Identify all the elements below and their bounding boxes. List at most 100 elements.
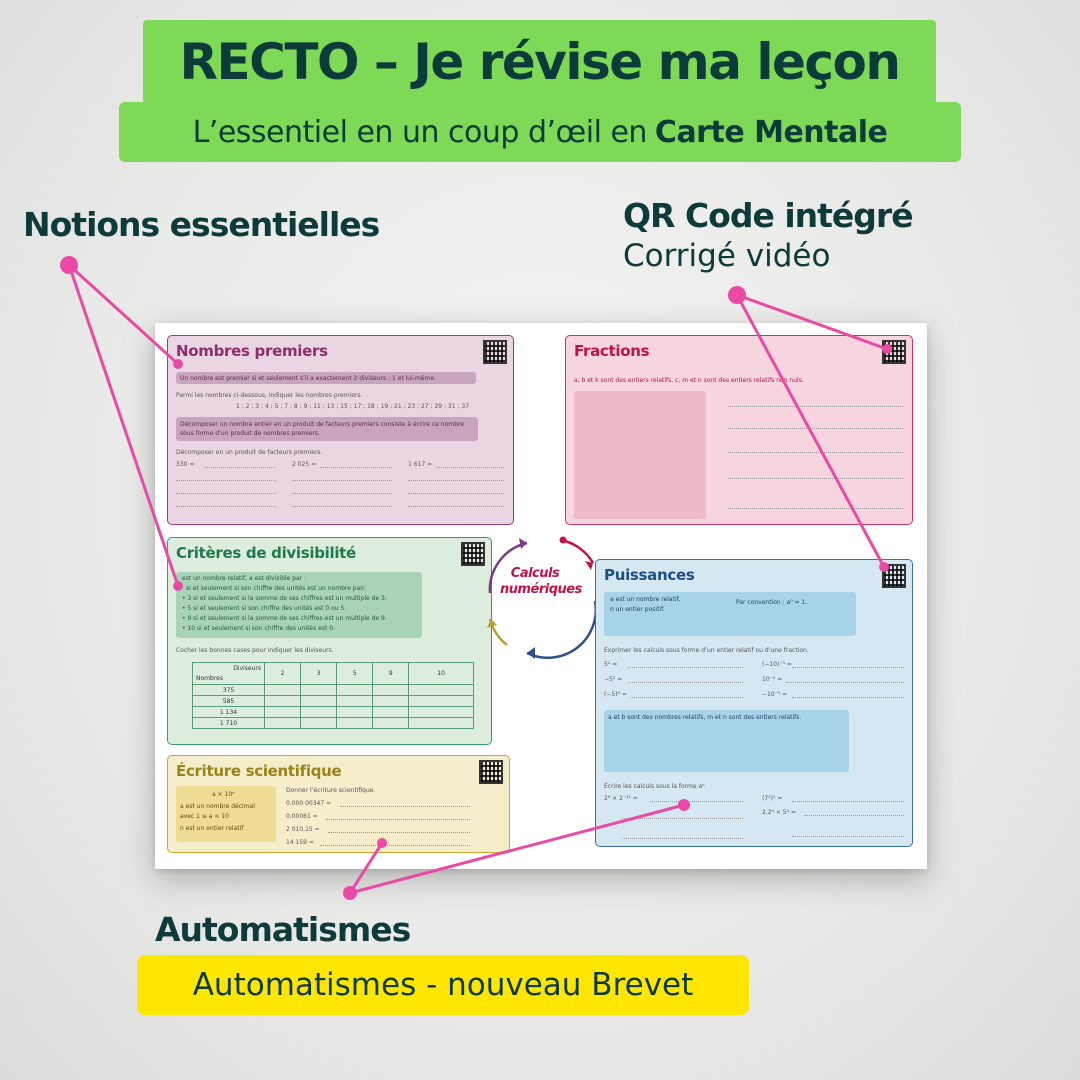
expr: (−10)⁻³ = — [762, 660, 792, 669]
answer-line[interactable] — [292, 506, 392, 507]
main-title: RECTO – Je révise ma leçon — [180, 33, 900, 91]
answer-line[interactable] — [628, 667, 743, 668]
table-col-header: 2 — [265, 663, 301, 685]
subtitle-banner: L’essentiel en un coup d’œil en Carte Me… — [119, 102, 961, 162]
answer-line[interactable] — [340, 806, 470, 807]
expr: (−5)² = — [604, 690, 627, 699]
answer-line[interactable] — [326, 819, 470, 820]
expr: 2⁸ × 2⁻¹¹ = — [604, 794, 638, 803]
rule-intro: a et b sont des nombres relatifs, m et n… — [608, 713, 801, 722]
answer-line[interactable] — [792, 697, 904, 698]
answer-line[interactable] — [436, 467, 504, 468]
answer-line[interactable] — [792, 836, 904, 837]
expr: 10⁻³ = — [762, 675, 782, 684]
answer-label: 1 617 = — [408, 460, 432, 469]
center-label: Calculs numériques — [500, 566, 570, 598]
definition: a est un nombre décimal — [180, 802, 255, 811]
answer-line[interactable] — [408, 493, 504, 494]
callout-auto-title: Automatismes — [155, 910, 410, 949]
rule: • 5 si et seulement si son chiffre des u… — [182, 604, 346, 613]
table-col-header: 5 — [337, 663, 373, 685]
card-title: Nombres premiers — [176, 342, 328, 360]
definition: Un nombre est premier si et seulement s’… — [180, 374, 436, 383]
question: Cocher les bonnes cases pour indiquer le… — [176, 646, 334, 655]
answer-line[interactable] — [728, 406, 903, 407]
callout-auto-banner: Automatismes - nouveau Brevet — [137, 955, 749, 1015]
answer-line[interactable] — [622, 818, 743, 819]
card-nombres-premiers: Nombres premiers Un nombre est premier s… — [167, 335, 514, 525]
qr-code-icon — [882, 340, 906, 364]
expr: −10⁻⁵ = — [762, 690, 787, 699]
worksheet: Nombres premiers Un nombre est premier s… — [155, 323, 927, 869]
table-col-header: 3 — [301, 663, 337, 685]
answer-line[interactable] — [628, 682, 743, 683]
question-2: Écrire les calculs sous la forme aⁿ. — [604, 782, 706, 791]
rule: • 9 si et seulement si la somme de ses c… — [182, 614, 387, 623]
answer-line[interactable] — [176, 506, 276, 507]
expr: 2,2⁴ × 5⁴ = — [762, 808, 796, 817]
subtitle-plain: L’essentiel en un coup d’œil en — [193, 115, 647, 150]
definition: avec 1 ≤ a < 10 — [180, 812, 229, 821]
answer-line[interactable] — [176, 493, 276, 494]
card-divisibilite: Critères de divisibilité est un nombre r… — [167, 537, 492, 745]
qr-code-icon — [461, 542, 485, 566]
definition-2: Décomposer un nombre entier en un produi… — [180, 420, 476, 438]
expr: 0,00061 = — [286, 812, 318, 821]
answer-line[interactable] — [408, 506, 504, 507]
answer-line[interactable] — [408, 480, 504, 481]
question: Donner l’écriture scientifique. — [286, 786, 375, 795]
answer-line[interactable] — [786, 682, 904, 683]
rule: si et seulement si son chiffre des unité… — [186, 584, 366, 593]
answer-label: 330 = — [176, 460, 194, 469]
qr-code-icon — [882, 564, 906, 588]
table-col-header: 10 — [409, 663, 474, 685]
rule: • 10 si et seulement si son chiffre des … — [182, 624, 335, 633]
intro: a, b et k sont des entiers relatifs. c, … — [574, 376, 804, 385]
table-row: 585 — [193, 696, 474, 707]
definition: n est un entier relatif — [180, 824, 243, 833]
definition: a est un nombre relatif, — [610, 595, 681, 604]
answer-line[interactable] — [728, 452, 903, 453]
answer-line[interactable] — [204, 467, 276, 468]
expr: 0,000 00347 = — [286, 799, 331, 808]
card-title: Puissances — [604, 566, 694, 584]
answer-line[interactable] — [320, 845, 470, 846]
answer-line[interactable] — [292, 493, 392, 494]
rule: • 3 si et seulement si la somme de ses c… — [182, 594, 387, 603]
answer-line[interactable] — [292, 480, 392, 481]
callout-auto-sub: Automatismes - nouveau Brevet — [193, 967, 694, 1003]
answer-line[interactable] — [728, 428, 903, 429]
answer-line[interactable] — [650, 801, 743, 802]
answer-line[interactable] — [728, 478, 903, 479]
answer-line[interactable] — [728, 508, 903, 509]
answer-line[interactable] — [792, 801, 904, 802]
intro: est un nombre relatif, a est divisible p… — [182, 574, 306, 583]
answer-line[interactable] — [804, 815, 904, 816]
card-title: Critères de divisibilité — [176, 544, 356, 562]
definition: n un entier positif. — [610, 605, 665, 614]
callout-notions: Notions essentielles — [23, 205, 379, 244]
convention: Par convention : a⁰ = 1. — [736, 598, 807, 607]
subtitle-bold: Carte Mentale — [655, 115, 887, 150]
answer-line[interactable] — [622, 838, 743, 839]
table-col-header: 9 — [373, 663, 409, 685]
answer-line[interactable] — [630, 697, 743, 698]
expr: 14 159 = — [286, 838, 314, 847]
expr: 5² = — [604, 660, 617, 669]
answer-line[interactable] — [320, 467, 392, 468]
callout-qr-title: QR Code intégré — [623, 196, 913, 235]
table-header-corner: Diviseurs Nombres — [193, 663, 265, 685]
card-ecriture-scientifique: Écriture scientifique a × 10ⁿ a est un n… — [167, 755, 510, 853]
answer-line[interactable] — [328, 832, 470, 833]
divisibility-table: Diviseurs Nombres 2 3 5 9 10 375 585 1 1… — [192, 662, 474, 729]
answer-line[interactable] — [792, 667, 904, 668]
question: Parmi les nombres ci-dessous, indiquer l… — [176, 391, 362, 400]
table-row: 375 — [193, 685, 474, 696]
answer-label: 2 025 = — [292, 460, 316, 469]
card-title: Fractions — [574, 342, 649, 360]
table-row: 1 710 — [193, 718, 474, 729]
card-title: Écriture scientifique — [176, 762, 341, 780]
card-fractions: Fractions a, b et k sont des entiers rel… — [565, 335, 913, 525]
answer-line[interactable] — [176, 480, 276, 481]
expr: 2 010,15 = — [286, 825, 320, 834]
